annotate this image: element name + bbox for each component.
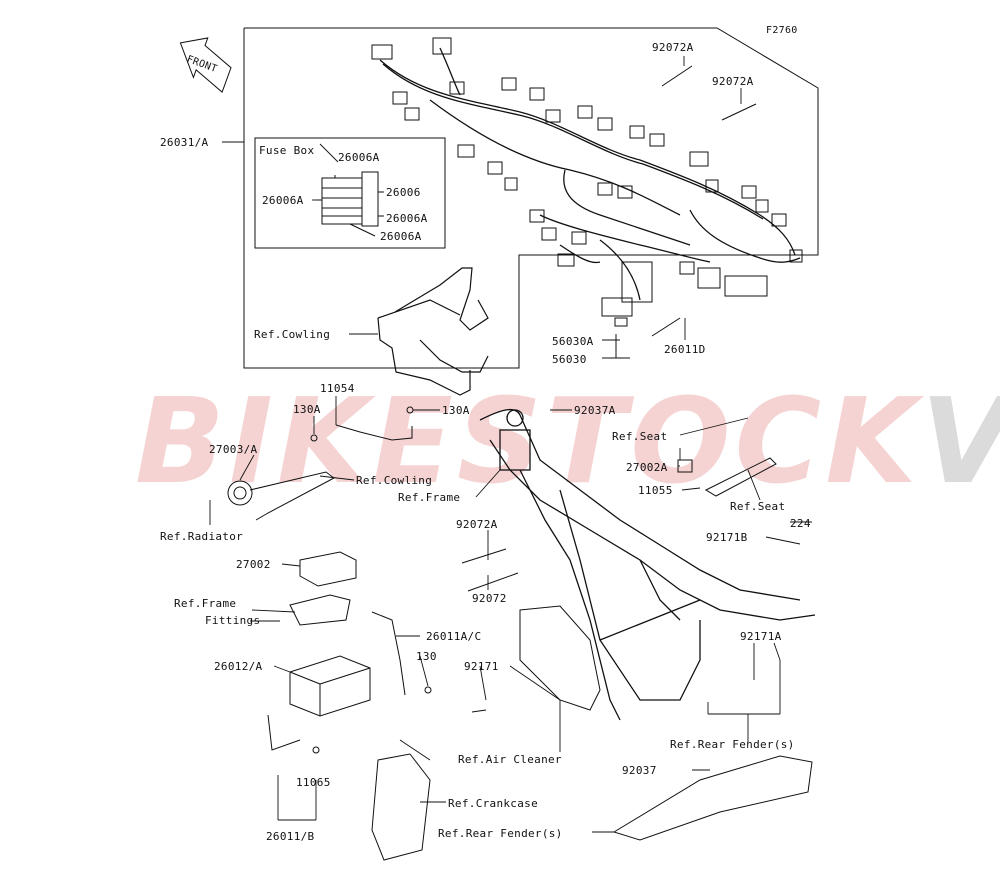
label-26031A: 26031/A (160, 136, 209, 149)
fuse-block-icon (315, 171, 384, 237)
label-26006A-2: 26006A (262, 194, 304, 207)
harness-connectors (371, 37, 803, 327)
wiring-harness (379, 47, 801, 301)
label-ref-crankcase: Ref.Crankcase (448, 797, 538, 810)
label-ref-rear-fender-1: Ref.Rear Fender(s) (670, 738, 795, 751)
label-ref-cowling-1: Ref.Cowling (254, 328, 331, 341)
label-26012A: 26012/A (214, 660, 263, 673)
label-ref-radiator: Ref.Radiator (160, 530, 244, 543)
cable-26011AC (371, 611, 406, 696)
label-ref-cowling-2: Ref.Cowling (356, 474, 433, 487)
label-ref-frame: Ref.Frame (398, 491, 461, 504)
label-ref-frame-fittings-1: Ref.Frame (174, 597, 237, 610)
label-130A-left: 130A (293, 403, 321, 416)
label-130: 130 (416, 650, 437, 663)
label-26006A-3: 26006A (386, 212, 428, 225)
label-130A-right: 130A (442, 404, 470, 417)
label-56030A: 56030A (552, 335, 594, 348)
label-11055: 11055 (638, 484, 673, 497)
bolt-130 (424, 686, 432, 694)
harness-callout-box (243, 27, 819, 369)
label-26006A-4: 26006A (380, 230, 422, 243)
bracket-11054 (335, 424, 413, 441)
label-ref-rear-fender-2: Ref.Rear Fender(s) (438, 827, 563, 840)
cable-ties (461, 65, 757, 592)
label-27003A: 27003/A (209, 443, 258, 456)
label-92171B: 92171B (706, 531, 748, 544)
ecu-icon (299, 551, 357, 587)
leader-lines (209, 56, 812, 833)
label-ref-frame-fittings-2: Fittings (205, 614, 261, 627)
label-27002: 27002 (236, 558, 271, 571)
label-92037A: 92037A (574, 404, 616, 417)
label-11054: 11054 (320, 382, 355, 395)
label-26011AC: 26011A/C (426, 630, 482, 643)
relay-27002A (677, 459, 693, 473)
label-92072A-2: 92072A (712, 75, 754, 88)
rear-fender (612, 755, 813, 841)
bolt-130A-left (310, 434, 318, 442)
label-92037: 92037 (622, 764, 657, 777)
label-27002A: 27002A (626, 461, 668, 474)
fuse-box-inset (254, 137, 446, 249)
bolt-11065 (312, 746, 320, 754)
crankcase-part (371, 753, 431, 861)
label-92171: 92171 (464, 660, 499, 673)
ecu-tray (289, 594, 351, 626)
label-ref-air-cleaner: Ref.Air Cleaner (458, 753, 562, 766)
cable-26011B (267, 714, 301, 751)
label-92072A-3: 92072A (456, 518, 498, 531)
battery-icon (289, 655, 371, 717)
bolt-130A-right (406, 406, 414, 414)
fuse-box-title: Fuse Box (259, 144, 315, 157)
label-92072A-1: 92072A (652, 41, 694, 54)
frame (479, 408, 816, 721)
label-26011D: 26011D (664, 343, 706, 356)
label-26006A-1: 26006A (338, 151, 380, 164)
seat-bracket (704, 457, 777, 497)
figure-code: F2760 (766, 25, 798, 36)
label-ref-seat-2: Ref.Seat (730, 500, 786, 513)
label-92171A: 92171A (740, 630, 782, 643)
label-224: 224 (790, 517, 811, 530)
horn-icon (227, 471, 335, 521)
cowling-stay (377, 267, 489, 396)
label-92072: 92072 (472, 592, 507, 605)
label-26011B: 26011/B (266, 830, 315, 843)
label-11065: 11065 (296, 776, 331, 789)
label-ref-seat-1: Ref.Seat (612, 430, 668, 443)
label-56030: 56030 (552, 353, 587, 366)
front-arrow-icon (179, 37, 232, 93)
label-26006: 26006 (386, 186, 421, 199)
air-cleaner-icon (519, 605, 601, 711)
